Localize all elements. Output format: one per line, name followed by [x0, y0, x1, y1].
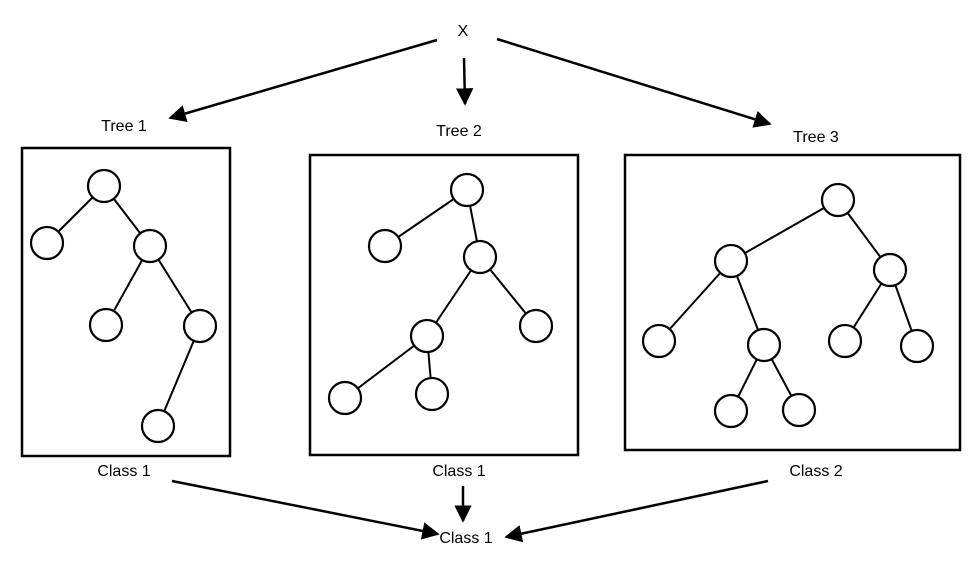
tree2-edges: [344, 189, 537, 399]
tree3-class-label: Class 2: [789, 463, 842, 480]
tree2-nodes: [327, 172, 554, 416]
tree1-group: Tree 1 Class 1: [20, 118, 232, 480]
arrow-x-to-tree3: [496, 37, 772, 128]
tree2-node: [414, 376, 450, 412]
arrow-x-to-tree1: [168, 38, 438, 122]
tree3-node: [781, 392, 817, 428]
tree2-class-label: Class 1: [432, 463, 485, 480]
tree3-node: [641, 323, 677, 359]
tree1-box: [20, 146, 232, 458]
input-arrows: [168, 37, 772, 128]
final-class-label: Class 1: [439, 530, 492, 547]
tree2-node: [367, 228, 403, 264]
tree1-node: [140, 408, 176, 444]
tree3-node: [713, 393, 749, 429]
tree2-node: [409, 318, 445, 354]
arrow-x-to-tree2: [455, 57, 474, 106]
tree3-title: Tree 3: [793, 129, 839, 146]
tree3-node: [827, 323, 863, 359]
vote-arrows: [171, 479, 769, 543]
tree2-box: [308, 153, 580, 457]
tree1-class-label: Class 1: [97, 463, 150, 480]
tree1-node: [88, 307, 124, 343]
tree1-title: Tree 1: [101, 118, 147, 135]
arrow-tree1-to-final: [171, 479, 440, 540]
tree3-node: [713, 243, 749, 279]
arrow-tree3-to-final: [504, 479, 769, 543]
tree1-nodes: [29, 168, 218, 444]
tree3-nodes: [641, 182, 935, 429]
tree1-node: [132, 228, 168, 264]
tree1-node: [182, 308, 218, 344]
tree3-box: [623, 153, 962, 452]
tree2-node: [518, 308, 554, 344]
tree1-node: [86, 168, 122, 204]
tree1-edges: [46, 185, 201, 427]
tree3-node: [899, 328, 935, 364]
tree2-node: [327, 380, 363, 416]
tree2-title: Tree 2: [436, 123, 482, 140]
tree3-node: [746, 327, 782, 363]
tree3-node: [820, 182, 856, 218]
tree2-group: Tree 2 Class 1: [308, 123, 580, 480]
tree3-group: Tree 3 Class 2: [623, 129, 962, 480]
tree2-node: [462, 239, 498, 275]
tree3-edges: [658, 199, 918, 412]
tree3-node: [872, 252, 908, 288]
input-label: X: [458, 23, 469, 40]
tree2-node: [449, 172, 485, 208]
tree1-node: [29, 225, 65, 261]
